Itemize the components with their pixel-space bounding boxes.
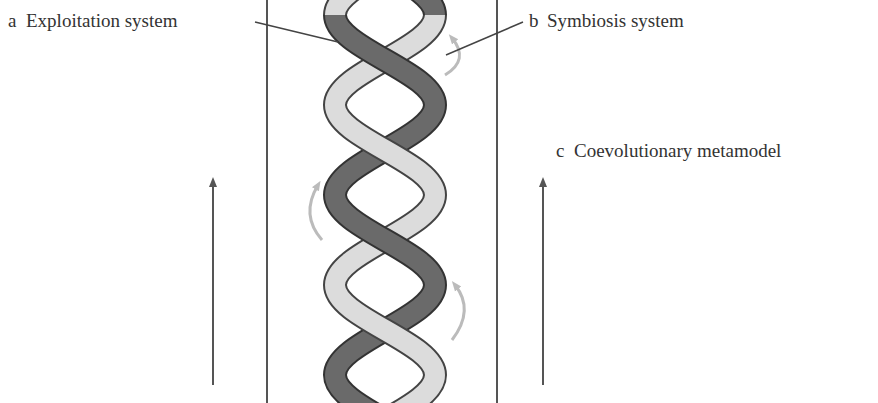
part-label: Coevolutionary metamodel <box>574 140 781 162</box>
frame-line <box>266 0 268 403</box>
part-label: Symbiosis system <box>547 10 684 32</box>
leader-line <box>255 22 338 42</box>
callout-letter: b <box>529 10 539 32</box>
up-arrow <box>212 182 214 385</box>
callout-letter: c <box>556 140 564 162</box>
rotation-arrow <box>445 38 460 75</box>
callout-letter: a <box>8 10 16 32</box>
frame-line <box>496 0 498 403</box>
double-helix <box>335 0 435 403</box>
up-arrow <box>542 182 544 385</box>
rotation-arrow <box>310 185 322 240</box>
rotation-arrow <box>452 285 464 340</box>
leader-line <box>446 22 523 55</box>
part-label: Exploitation system <box>26 10 177 32</box>
